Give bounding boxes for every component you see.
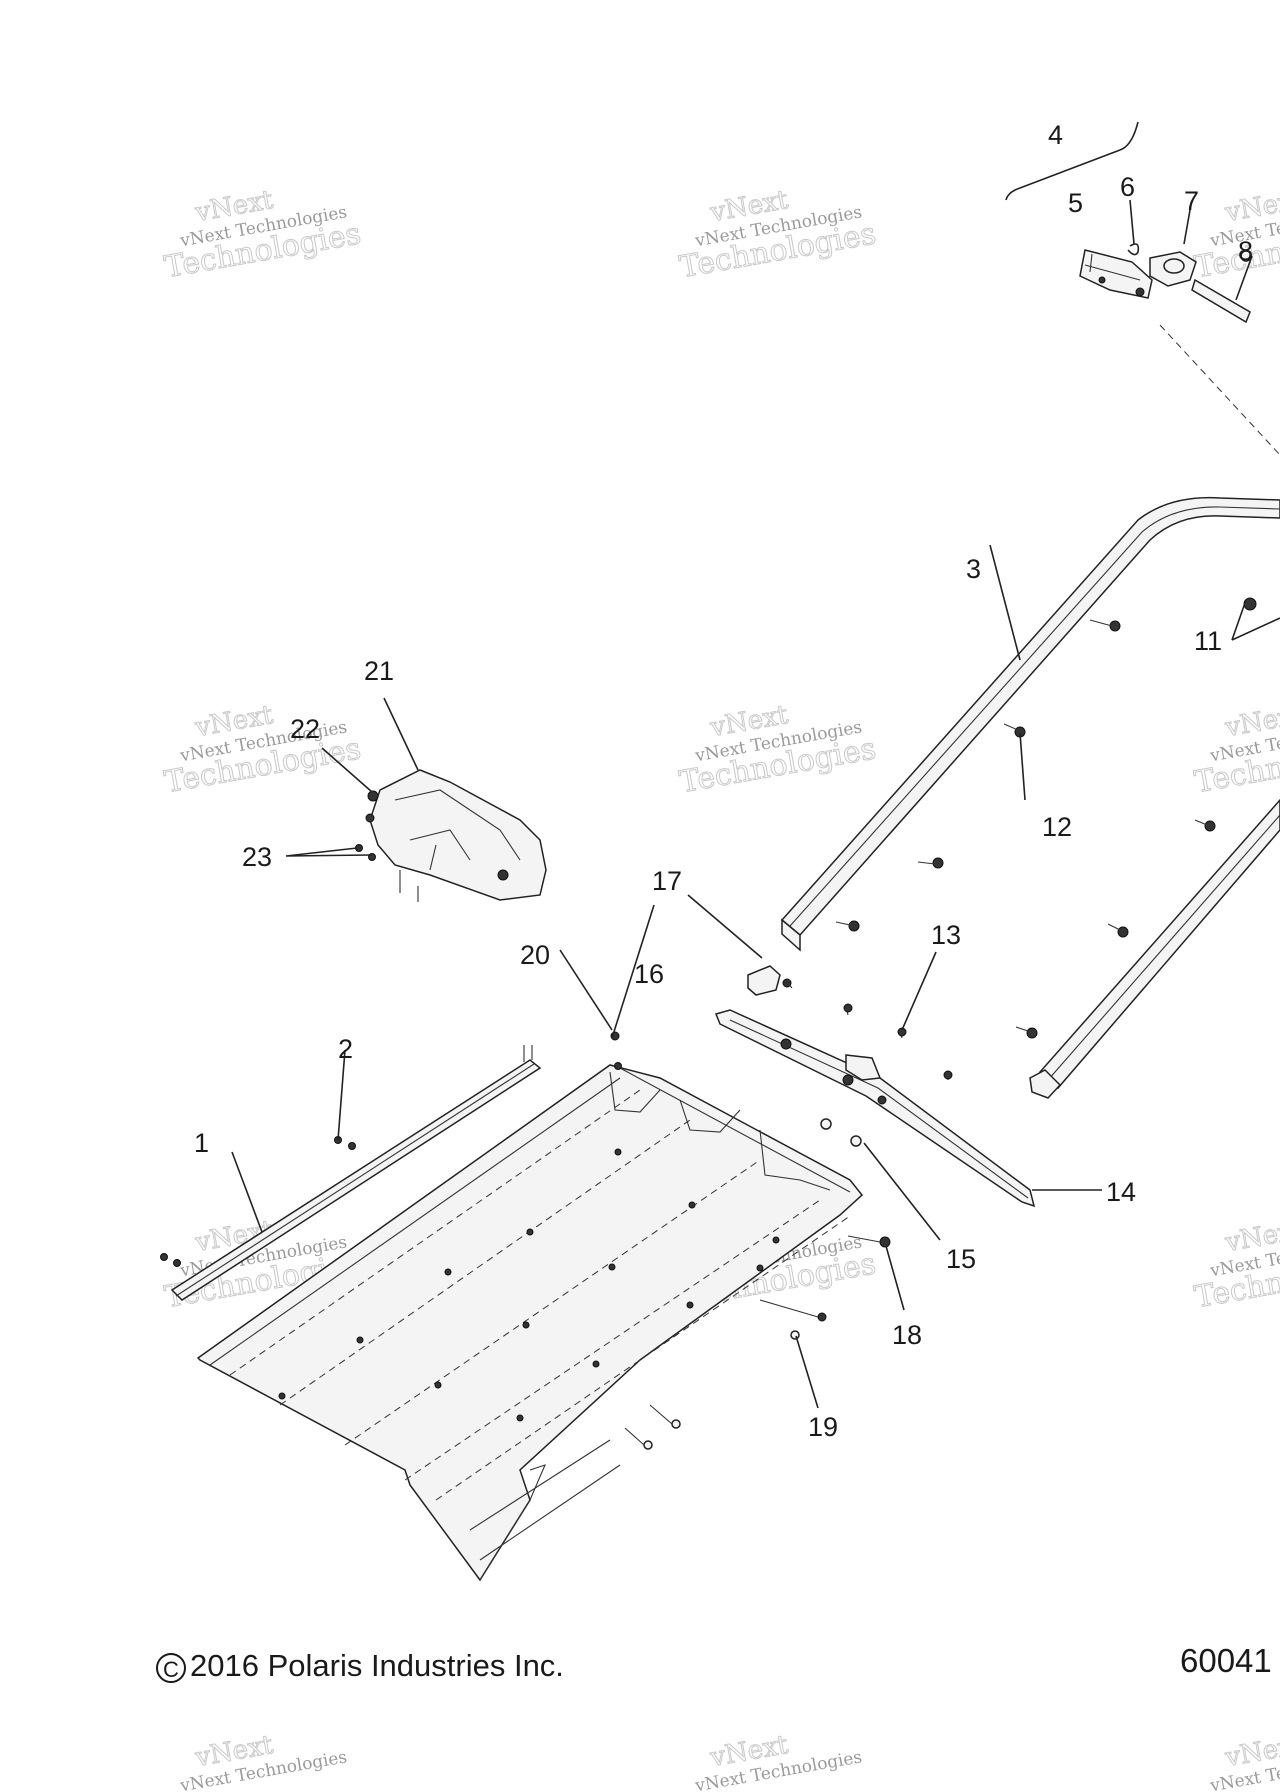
watermark: vNext vNext Technologies	[178, 1729, 349, 1792]
callout-22: 22	[290, 714, 320, 744]
cover-assembly	[355, 769, 547, 902]
leader-lines	[231, 199, 1280, 1409]
roof-frame	[780, 496, 1280, 1099]
callout-11: 11	[1194, 626, 1222, 656]
copyright-symbol: C	[156, 1652, 186, 1683]
callout-15: 15	[946, 1244, 976, 1274]
end-cap	[747, 965, 781, 996]
callout-23: 23	[242, 842, 272, 872]
callout-19: 19	[808, 1412, 838, 1442]
callout-8: 8	[1238, 236, 1253, 266]
callout-labels: 1 2 3 4 5 6 7 8 11 12 13 14 15 16 17 18 …	[194, 120, 1253, 1442]
watermark: vNext vNext Technologies	[693, 1729, 864, 1792]
callout-18: 18	[892, 1320, 922, 1350]
hinge-pin	[1191, 278, 1251, 324]
watermark-group: vNext vNext Technologies Technologies vN…	[161, 184, 1280, 1792]
latch-assembly	[1005, 121, 1280, 456]
rail-bracket	[714, 978, 1036, 1208]
watermark: vNext vNext Technologies	[1208, 1729, 1280, 1792]
watermark: vNext vNext Technologies Technologies	[161, 184, 364, 285]
callout-17: 17	[652, 866, 682, 896]
callout-12: 12	[1042, 812, 1072, 842]
callout-6: 6	[1120, 172, 1135, 202]
figure-number: 60041	[1180, 1642, 1272, 1679]
cargo-floor	[196, 1062, 864, 1582]
callout-2: 2	[338, 1034, 353, 1064]
callout-5: 5	[1068, 188, 1083, 218]
watermark: vNext vNext Technologies Technologies	[676, 184, 879, 285]
retainer-clip	[1127, 243, 1140, 256]
watermark: vNext vNext Technologies Technologies	[676, 699, 879, 800]
callout-4: 4	[1048, 120, 1063, 150]
callout-16: 16	[634, 959, 664, 989]
callout-13: 13	[931, 920, 961, 950]
callout-14: 14	[1106, 1177, 1136, 1207]
callout-3: 3	[966, 554, 981, 584]
copyright-text: 2016 Polaris Industries Inc.	[190, 1648, 564, 1683]
watermark: vNext vNext Technologies Technologies	[161, 699, 364, 800]
watermark: vNext vNext Technologies Technologies	[1191, 1214, 1280, 1315]
callout-7: 7	[1184, 186, 1199, 216]
callout-20: 20	[520, 940, 550, 970]
callout-1: 1	[194, 1128, 209, 1158]
side-rail	[160, 1045, 542, 1301]
watermark: vNext vNext Technologies Technologies	[1191, 699, 1280, 800]
callout-21: 21	[364, 656, 394, 686]
